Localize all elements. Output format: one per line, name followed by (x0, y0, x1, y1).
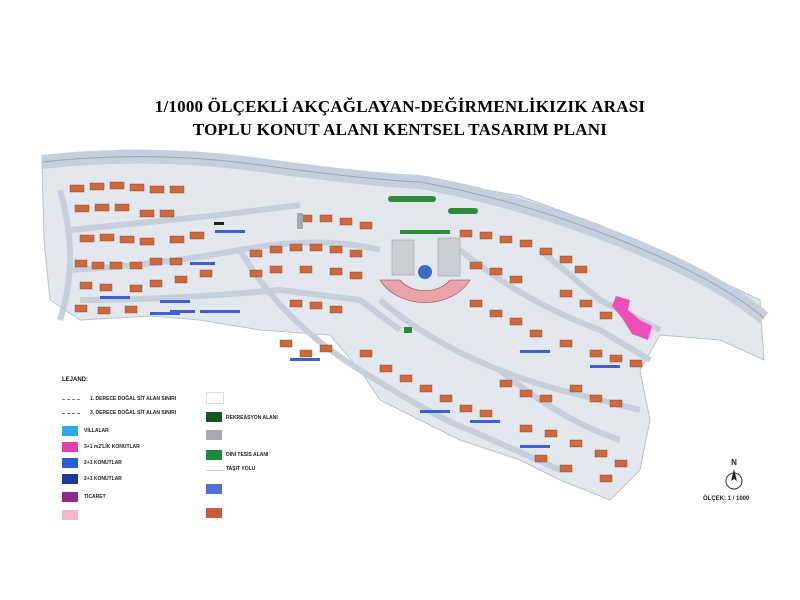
amphitheater (379, 279, 471, 303)
legend-line-road (206, 470, 224, 471)
legend-swatch-light-pink (62, 510, 78, 520)
plaza-east (437, 237, 461, 277)
north-arrow-icon (725, 469, 743, 490)
legend-swatch-orange (206, 508, 222, 518)
site-boundary (41, 149, 765, 501)
legend-label-religious: DİNİ TESİS ALANI (226, 452, 269, 458)
legend-swatch-white (206, 392, 224, 404)
internal-roads (57, 189, 662, 473)
small-block (214, 222, 224, 225)
legend-label-road: TAŞIT YOLU (226, 466, 256, 472)
legend-label-2plus1-b: 2+1 KONUTLAR (84, 476, 122, 482)
scale-label: ÖLÇEK: 1 / 1000 (703, 496, 750, 502)
legend-swatch-3plus1 (62, 442, 78, 452)
map-title-line-2: TOPLU KONUT ALANI KENTSEL TASARIM PLANI (192, 120, 608, 139)
legend-swatch-recreation (206, 412, 222, 422)
legend-label-1: 1. DERECE DOĞAL SİT ALAN SINIRI (90, 396, 177, 402)
legend-label-villas: VİLLALAR (84, 428, 109, 434)
map-title-line-1: 1/1000 ÖLÇEKLİ AKÇAĞLAYAN-DEĞİRMENLİKIZI… (154, 97, 646, 116)
legend-title: LEJAND: (62, 377, 89, 383)
north-arrow: N (724, 458, 744, 496)
recreation-areas (388, 196, 478, 333)
main-road-edge (41, 156, 765, 319)
legend-label-2plus1-a: 2+1 KONUTLAR (84, 460, 122, 466)
legend-swatch-2plus1-a (62, 458, 78, 468)
legend-swatch-2plus1-b (62, 474, 78, 484)
amphitheater-center (418, 265, 432, 279)
legend-swatch-religious (206, 450, 222, 460)
legend-line-1 (62, 399, 80, 400)
north-label: N (731, 458, 737, 467)
legend-swatch-commerce (62, 492, 78, 502)
residential-blocks (69, 181, 643, 483)
legend-label-3plus1: 3+1 m2'LİK KONUTLAR (84, 444, 140, 450)
row-house-strips (100, 230, 620, 448)
legend-label-commerce: TİCARET (84, 494, 106, 500)
legend-line-2 (62, 413, 80, 414)
legend-swatch-grey (206, 430, 222, 440)
legend-swatch-villas (62, 426, 78, 436)
commercial-block (612, 296, 652, 340)
legend-label-recreation: REKREASYON ALANI (226, 415, 278, 421)
legend-swatch-blue (206, 484, 222, 494)
plaza-west (391, 239, 415, 276)
legend-label-2: 3. DERECE DOĞAL SİT ALAN SINIRI (90, 410, 177, 416)
grey-area (297, 213, 303, 229)
